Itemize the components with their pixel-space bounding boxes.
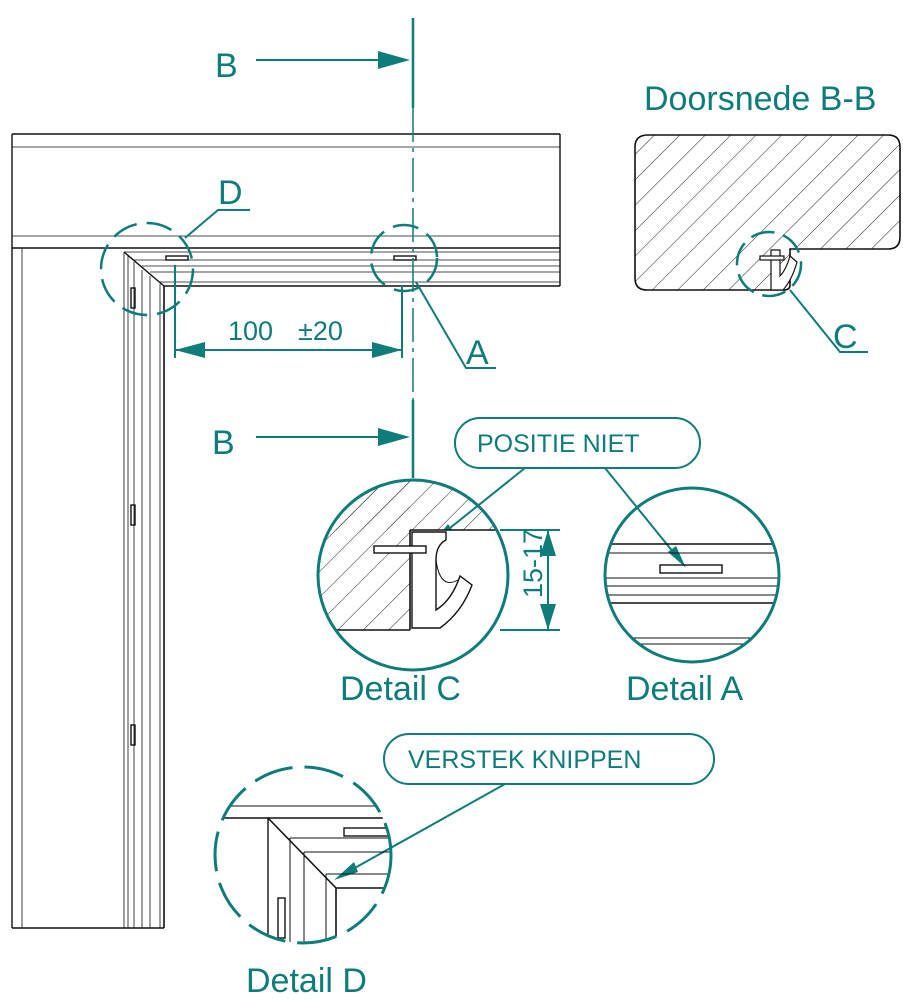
callout-d-label: D xyxy=(218,174,243,212)
callout-a-label: A xyxy=(466,334,489,372)
callout-a: A xyxy=(415,281,496,372)
callout-d: D xyxy=(184,174,250,239)
note-miter-cut-text: VERSTEK KNIPPEN xyxy=(408,746,641,774)
spacing-value: 100 xyxy=(228,316,273,346)
spacing-tolerance: ±20 xyxy=(298,316,343,346)
lip-height-dimension: 15-17 xyxy=(518,529,548,598)
detail-c-title: Detail C xyxy=(340,670,461,708)
callout-circle-a xyxy=(369,223,439,293)
callout-circle-c xyxy=(735,230,803,298)
detail-a-title: Detail A xyxy=(626,670,743,708)
detail-d-title: Detail D xyxy=(246,962,367,1000)
section-line-bb: B B xyxy=(212,18,415,478)
callout-c-label: C xyxy=(833,318,858,356)
section-marker-top: B xyxy=(215,47,238,85)
detail-d: Detail D xyxy=(213,765,393,1000)
callout-circle-d xyxy=(99,221,195,317)
frame-front-view xyxy=(11,133,561,929)
detail-c: 15-17 Detail C xyxy=(316,478,560,708)
callout-circles xyxy=(99,221,439,317)
note-miter-cut: VERSTEK KNIPPEN xyxy=(334,733,715,880)
section-title: Doorsnede B-B xyxy=(644,80,876,118)
note-staple-position-text: POSITIE NIET xyxy=(477,430,640,458)
section-bb-view: Doorsnede B-B C xyxy=(634,80,901,356)
spacing-dimension: 100 ±20 xyxy=(174,265,403,358)
section-marker-bottom: B xyxy=(212,424,235,462)
detail-a: Detail A xyxy=(603,486,781,708)
